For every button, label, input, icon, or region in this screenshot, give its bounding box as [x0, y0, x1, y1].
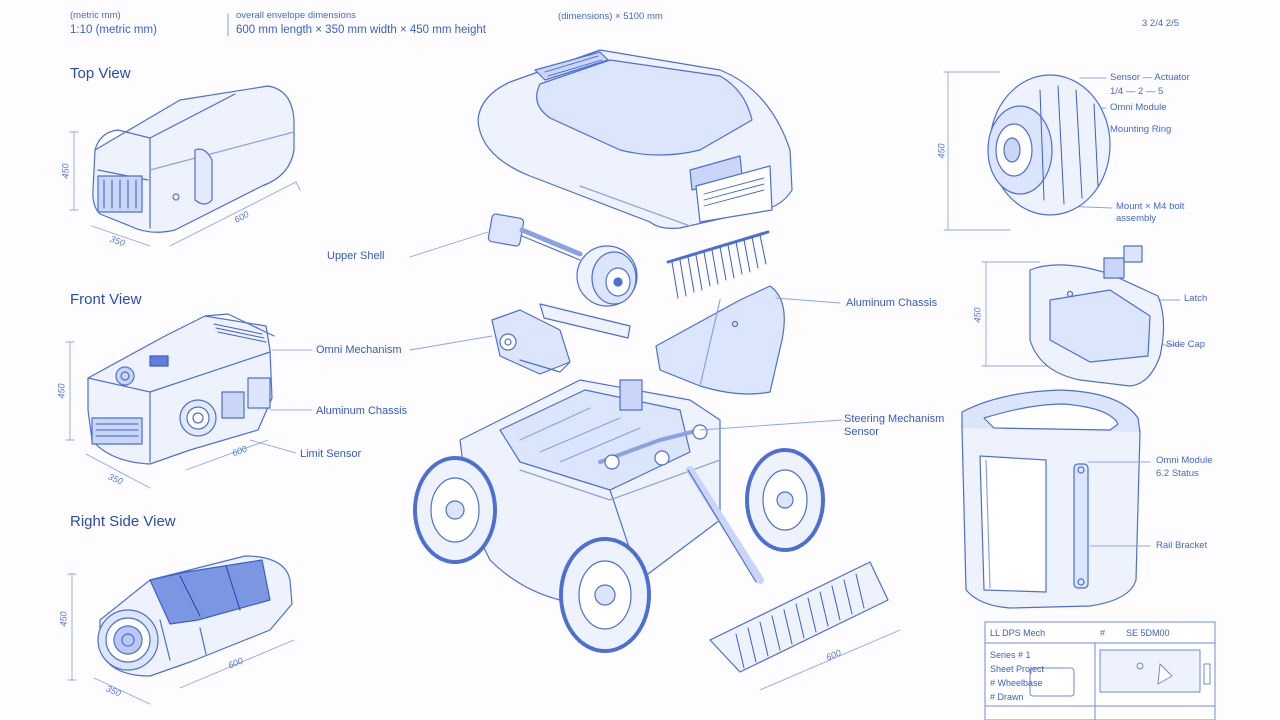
motor-height-dim: 450 — [936, 143, 947, 159]
callout-steering: Steering Mechanism — [844, 413, 945, 425]
shell-height-dim: 450 — [972, 307, 983, 323]
motor-callout-5: Mount × M4 bolt — [1116, 201, 1185, 212]
title-block-label-2: # — [1100, 628, 1106, 638]
front-view-drawing — [65, 313, 313, 489]
top-view-drawing — [69, 85, 301, 247]
front-view-height-dim: 450 — [56, 383, 67, 399]
shell-detail-drawing — [981, 245, 1181, 387]
motor-detail-drawing — [943, 71, 1113, 231]
top-view-title: Top View — [70, 65, 131, 82]
motor-callout-6: assembly — [1116, 213, 1157, 224]
shell-callout-latch: Latch — [1184, 293, 1208, 304]
shell-callout-sidecap: Side Cap — [1166, 339, 1206, 350]
bracket-drawing — [491, 303, 631, 375]
leader-lines — [409, 231, 843, 431]
axle-roller-drawing — [487, 213, 638, 307]
brush-head-drawing — [666, 230, 770, 299]
front-brush-drawing — [709, 561, 901, 691]
bin-callout-omni: Omni Module — [1156, 455, 1213, 466]
center-note: (dimensions) × 5100 mm — [558, 11, 663, 22]
scale-value: 1:10 (metric mm) — [70, 24, 157, 36]
callout-upper-shell: Upper Shell — [327, 250, 385, 262]
motor-callout-3: Omni Module — [1110, 102, 1167, 113]
callout-sensor: Sensor — [844, 426, 879, 438]
title-block-label-3: SE 5DM00 — [1126, 628, 1170, 638]
upper-shell-drawing — [477, 49, 793, 229]
callout-aluminum-chassis-front: Aluminum Chassis — [316, 405, 408, 417]
callout-omni-mechanism: Omni Mechanism — [316, 344, 402, 356]
right-view-height-dim: 450 — [58, 611, 69, 627]
title-block-row-1: Series # 1 — [990, 650, 1031, 660]
right-view-title: Right Side View — [70, 513, 176, 530]
right-view-drawing — [67, 555, 295, 705]
dims-caption: overall envelope dimensions — [236, 10, 356, 21]
title-block-row-3: # Wheelbase — [990, 678, 1043, 688]
motor-callout-1: Sensor — Actuator — [1110, 72, 1190, 83]
overall-dimensions: 600 mm length × 350 mm width × 450 mm he… — [236, 24, 486, 36]
scale-label: (metric mm) — [70, 10, 121, 21]
bin-callout-status: 6.2 Status — [1156, 468, 1199, 479]
callout-aluminum-chassis: Aluminum Chassis — [846, 297, 938, 309]
chassis-plate-drawing — [655, 285, 785, 395]
callout-limit-sensor: Limit Sensor — [300, 448, 362, 460]
wheels-drawing — [413, 448, 825, 653]
title-block-frame — [984, 621, 1216, 720]
bin-callout-rail: Rail Bracket — [1156, 540, 1208, 551]
front-view-title: Front View — [70, 291, 142, 308]
bin-detail-drawing — [961, 389, 1151, 609]
title-block-label-1: LL DPS Mech — [990, 628, 1046, 638]
top-view-height-dim: 450 — [60, 163, 71, 179]
title-block-row-4: # Drawn — [990, 692, 1024, 702]
main-chassis-drawing — [459, 379, 764, 601]
motor-callout-4: Mounting Ring — [1110, 124, 1172, 135]
motor-callout-2: 1/4 — 2 — 5 — [1110, 86, 1164, 97]
sheet-code: 3 2/4 2/5 — [1142, 18, 1179, 29]
title-block-row-2: Sheet Project — [990, 664, 1045, 674]
